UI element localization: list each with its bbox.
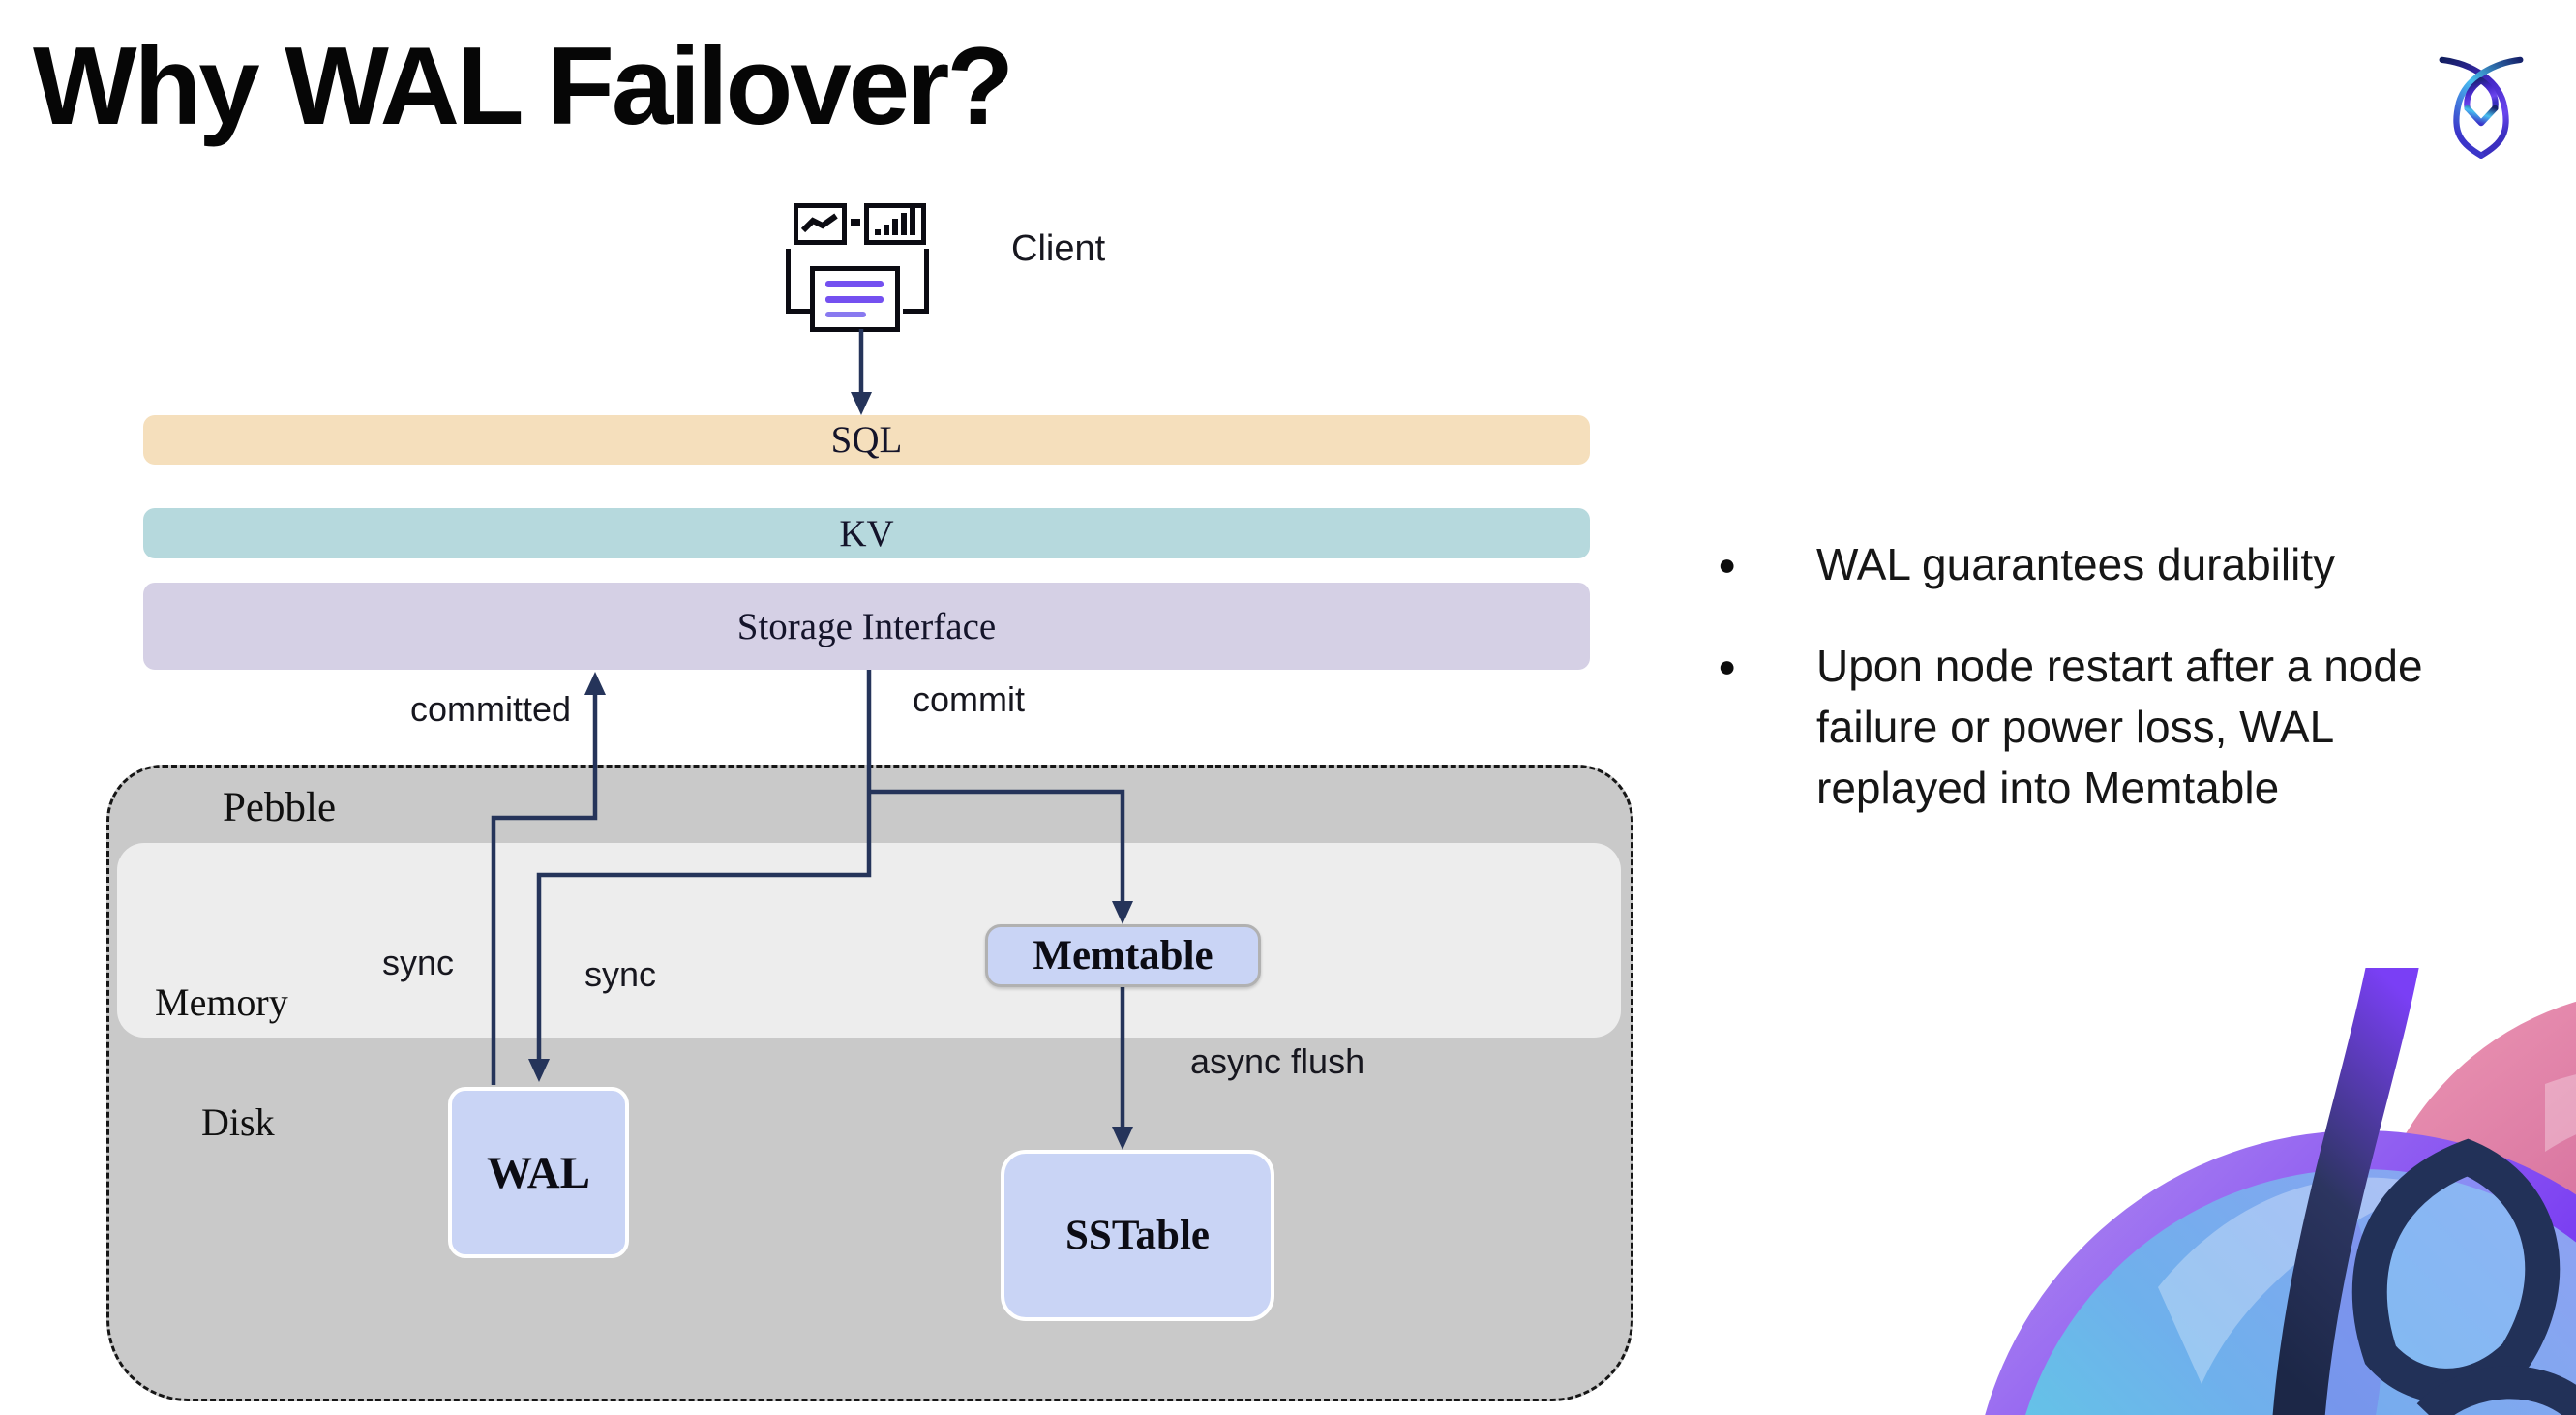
slide-title: Why WAL Failover? — [33, 25, 1014, 148]
node-sstable: SSTable — [1001, 1150, 1274, 1321]
bracket-right-icon — [903, 249, 929, 314]
bullet-item: ● WAL guarantees durability — [1718, 534, 2474, 595]
bullet-dot: ● — [1718, 547, 1737, 582]
icon-dash — [851, 219, 860, 226]
cockroachdb-logo — [2439, 56, 2524, 159]
client-label: Client — [1011, 228, 1106, 269]
bracket-left-icon — [786, 249, 812, 314]
bullet-list: ● WAL guarantees durability ● Upon node … — [1718, 534, 2474, 819]
brand-graphic — [1985, 968, 2576, 1415]
bullet-item: ● Upon node restart after a node failure… — [1718, 636, 2474, 819]
document-icon — [810, 266, 900, 332]
line-chart-icon — [794, 203, 847, 245]
layer-sql: SQL — [143, 415, 1590, 465]
node-sstable-label: SSTable — [1064, 1213, 1210, 1258]
layer-kv-label: KV — [839, 512, 894, 555]
disk-label: Disk — [201, 1100, 275, 1144]
bar-chart-icon — [864, 203, 926, 245]
memory-label: Memory — [155, 980, 288, 1024]
arrowhead-committed — [584, 672, 606, 695]
arrowhead-sql — [851, 392, 872, 415]
layer-storage-interface-label: Storage Interface — [736, 605, 997, 647]
edge-label-commit: commit — [913, 679, 1025, 719]
edge-label-sync-left: sync — [382, 943, 455, 982]
bullet-dot: ● — [1718, 648, 1737, 683]
edge-label-sync-right: sync — [584, 954, 657, 994]
node-wal-label: WAL — [486, 1147, 591, 1198]
memory-band — [117, 843, 1621, 1038]
layer-storage-interface: Storage Interface — [143, 583, 1590, 670]
bullet-text: WAL guarantees durability — [1816, 539, 2336, 589]
edge-label-committed: committed — [410, 689, 572, 729]
layer-sql-label: SQL — [830, 419, 903, 461]
pebble-container — [106, 765, 1633, 1401]
edge-label-async-flush: async flush — [1190, 1041, 1365, 1081]
layer-kv: KV — [143, 508, 1590, 558]
pebble-label: Pebble — [223, 785, 337, 830]
node-wal: WAL — [448, 1087, 629, 1258]
bullet-text: Upon node restart after a node failure o… — [1816, 641, 2423, 813]
node-memtable-label: Memtable — [1033, 933, 1213, 978]
node-memtable: Memtable — [985, 924, 1261, 987]
